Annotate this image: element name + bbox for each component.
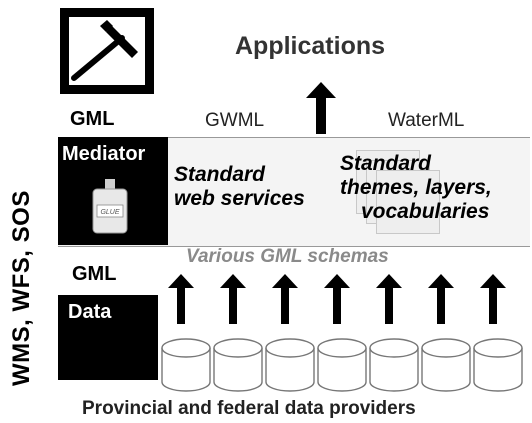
database-cylinder-icon [161,338,211,392]
application-box [60,8,154,94]
up-arrow-6 [428,274,454,324]
database-row [161,338,523,392]
themes-line-1: Standard [340,152,432,175]
standard-web-services: Standard web services [174,163,305,211]
up-arrow-1 [168,274,194,324]
protocol-gwml: GWML [205,110,265,131]
up-arrow-3 [272,274,298,324]
up-arrows-row [168,274,506,324]
database-cylinder-icon [369,338,419,392]
data-label: Data [68,301,112,323]
web-services-line-2: web services [174,187,305,210]
standard-themes: Standard themes, layers, vocabularies [340,152,492,224]
up-arrow-applications [306,82,336,134]
themes-line-2: themes, layers, [340,176,492,199]
themes-line-3: vocabularies [361,200,490,223]
up-arrow-2 [220,274,246,324]
hammer-icon [69,17,145,85]
web-services-line-1: Standard [174,163,266,186]
protocol-waterml: WaterML [388,110,465,131]
database-cylinder-icon [421,338,471,392]
glue-bottle-icon: GLUE [92,179,128,234]
database-cylinder-icon [265,338,315,392]
top-gml-label: GML [70,108,115,130]
glue-label: GLUE [100,209,119,216]
side-label-protocols: WMS, WFS, SOS [8,190,35,386]
database-cylinder-icon [473,338,523,392]
mediator-label: Mediator [62,143,146,165]
footer-data-providers: Provincial and federal data providers [82,398,416,419]
bottom-gml-label: GML [72,263,117,285]
data-box: Data [58,295,158,380]
mediator-box: Mediator GLUE [58,137,168,245]
document-stack-front [376,170,440,234]
up-arrow-5 [376,274,402,324]
schemas-label: Various GML schemas [186,246,389,267]
applications-title: Applications [235,32,386,60]
up-arrow-7 [480,274,506,324]
up-arrow-4 [324,274,350,324]
database-cylinder-icon [213,338,263,392]
database-cylinder-icon [317,338,367,392]
